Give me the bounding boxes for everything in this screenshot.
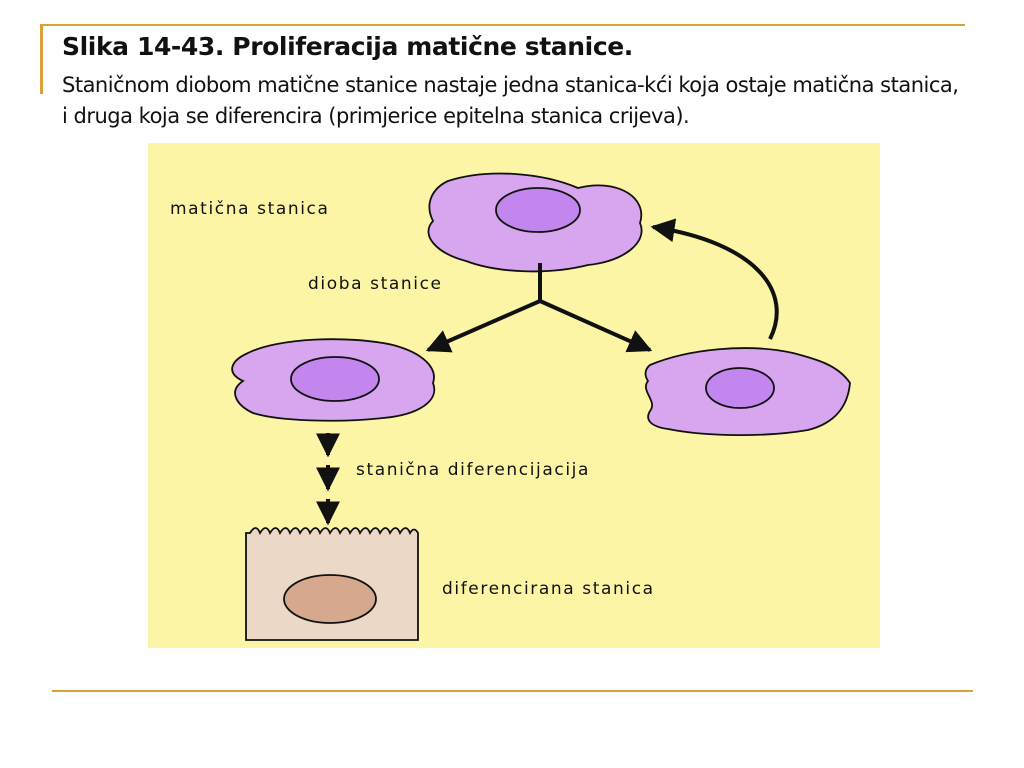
label-differentiated-cell: diferencirana stanica	[442, 579, 655, 599]
top-rule	[40, 24, 965, 26]
label-cell-division: dioba stanice	[308, 274, 443, 294]
caption-title: Slika 14-43. Proliferacija matične stani…	[62, 32, 633, 61]
division-arrows	[425, 263, 653, 353]
left-rule	[40, 24, 43, 94]
daughter-cell-left-nucleus	[290, 356, 380, 402]
differentiated-cell-nucleus	[283, 574, 377, 624]
differentiated-cell	[245, 527, 419, 641]
stem-cell-nucleus	[495, 187, 581, 233]
label-cell-differentiation: stanična diferencijacija	[356, 460, 590, 480]
label-stem-cell: matična stanica	[170, 199, 330, 219]
daughter-cell-left	[231, 338, 436, 422]
self-renewal-arrow	[650, 218, 779, 340]
daughter-cell-right	[644, 347, 851, 437]
caption-body: Staničnom diobom matične stanice nastaje…	[62, 73, 959, 128]
daughter-cell-right-nucleus	[705, 367, 775, 409]
stem-cell-proliferation-diagram: matična stanica dioba stanice stanična d…	[148, 143, 880, 648]
stem-cell	[427, 172, 643, 273]
bottom-rule	[52, 690, 973, 692]
